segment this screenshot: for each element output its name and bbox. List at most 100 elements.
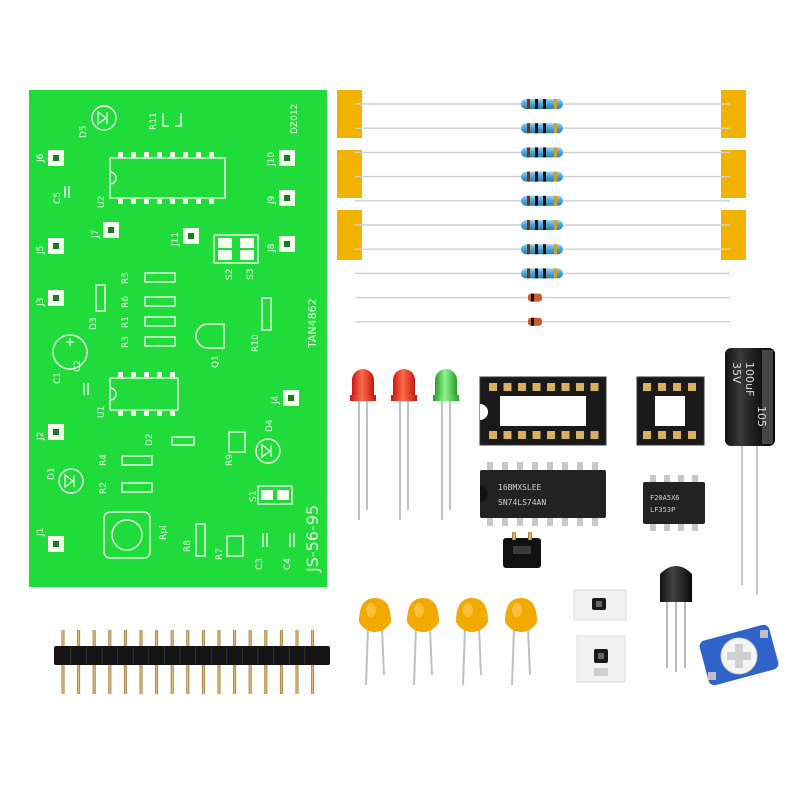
- resistor: [355, 99, 730, 109]
- pcb-pin-pad: [209, 199, 214, 204]
- chip-pin: [692, 522, 698, 531]
- chip-pin: [592, 462, 598, 472]
- header-pin: [61, 664, 65, 694]
- pcb-pin-pad: [118, 199, 123, 204]
- chip-main-line-1: 16BMXSLEE: [498, 483, 542, 492]
- pcb-pin-pad: [144, 199, 149, 204]
- label-j4: J4: [271, 395, 281, 405]
- pcb-pin-pad: [157, 372, 162, 377]
- pcb-pin-pad: [118, 152, 123, 157]
- header-pin: [186, 630, 190, 648]
- ceramic-capacitor: [456, 598, 488, 686]
- chip-pin: [562, 516, 568, 526]
- chip-pin: [650, 522, 656, 531]
- resistor-tape-strip: [337, 90, 746, 326]
- pcb-pin-pad: [157, 152, 162, 157]
- header-pin: [201, 630, 205, 648]
- chip-pin: [577, 516, 583, 526]
- socket-hole: [518, 431, 526, 439]
- pcb-ic-pins: [118, 152, 214, 416]
- label-u2: U2: [97, 196, 107, 208]
- chip-pin: [532, 462, 538, 472]
- pcb-board: D5 R11 DZ012 J6 J10 C5 U2 J9 J7 J11 J5 S…: [29, 90, 327, 587]
- chip-pin: [664, 475, 670, 484]
- chip-pin: [678, 522, 684, 531]
- pcb-pin-pad: [170, 152, 175, 157]
- label-d5: D5: [79, 125, 89, 138]
- label-r8: R8: [183, 540, 193, 552]
- header-pin: [295, 630, 299, 648]
- label-d1: D1: [47, 467, 57, 480]
- header-pin: [248, 630, 252, 648]
- tact-switch-top: [573, 589, 627, 621]
- resistor: [355, 171, 730, 182]
- tape-right-2: [721, 150, 746, 198]
- pcb-pin-pad: [118, 411, 123, 416]
- header-pin: [248, 664, 252, 694]
- pcb-pin-pad: [144, 152, 149, 157]
- tape-right-3: [721, 210, 746, 260]
- resistor: [355, 244, 730, 255]
- chip-pin: [487, 462, 493, 472]
- ceramic-capacitor: [407, 598, 439, 686]
- header-pin: [279, 664, 283, 694]
- socket-hole: [561, 383, 570, 391]
- pcb-pin-pad: [157, 411, 162, 416]
- label-rp1: Rpl: [159, 526, 169, 540]
- socket-hole: [503, 383, 512, 391]
- socket-hole: [576, 431, 584, 439]
- chip-pin: [487, 516, 493, 526]
- socket-hole: [532, 431, 541, 439]
- header-pin: [170, 630, 174, 648]
- label-j9: J9: [267, 195, 277, 205]
- label-j10: J10: [267, 152, 277, 167]
- tape-left-3: [337, 210, 362, 260]
- led-green: [433, 369, 459, 520]
- header-pin: [61, 630, 65, 648]
- tact-switch-bottom: [576, 635, 626, 683]
- pcb-pin-pad: [196, 199, 201, 204]
- header-pin: [108, 664, 112, 694]
- socket-hole: [673, 383, 681, 391]
- label-j3: J3: [36, 298, 46, 307]
- header-pin: [264, 630, 268, 648]
- header-pin: [155, 630, 159, 648]
- chip-pin: [532, 516, 538, 526]
- socket-hole: [489, 431, 497, 439]
- label-s3: S3: [246, 269, 256, 280]
- socket-hole: [673, 431, 681, 439]
- label-c2: C2: [73, 360, 83, 372]
- label-r3: R3: [121, 336, 131, 348]
- pcb-pin-pad: [131, 372, 136, 377]
- socket-hole: [518, 383, 526, 391]
- pcb-silkscreen: [52, 105, 295, 559]
- pcb-led-symbols: [64, 110, 272, 489]
- label-d2: D2: [145, 433, 155, 446]
- socket-hole: [643, 431, 651, 439]
- label-r2: R2: [99, 482, 109, 494]
- socket-hole: [561, 431, 570, 439]
- pcb-pin-pad: [118, 372, 123, 377]
- header-pin: [186, 664, 190, 694]
- label-c4: C4: [283, 558, 293, 570]
- chip-pin: [517, 516, 523, 526]
- header-pin: [155, 664, 159, 694]
- chip-pin: [692, 475, 698, 484]
- label-r11: R11: [149, 112, 159, 130]
- label-r4: R4: [99, 454, 109, 466]
- chip-pin: [577, 462, 583, 472]
- trimmer-potentiometer: [699, 624, 779, 686]
- header-pin: [233, 664, 237, 694]
- label-r9: R9: [225, 454, 235, 466]
- label-r1: R1: [121, 316, 131, 328]
- resistor: [355, 195, 730, 206]
- tape-right-1: [721, 90, 746, 138]
- resistor: [355, 220, 730, 230]
- header-pin: [139, 664, 143, 694]
- socket-hole: [658, 383, 666, 391]
- header-pin: [217, 664, 221, 694]
- pcb-pin-pad: [183, 152, 188, 157]
- led-group: [350, 369, 459, 520]
- pcb-pin-pad: [131, 152, 136, 157]
- socket-hole: [643, 383, 651, 391]
